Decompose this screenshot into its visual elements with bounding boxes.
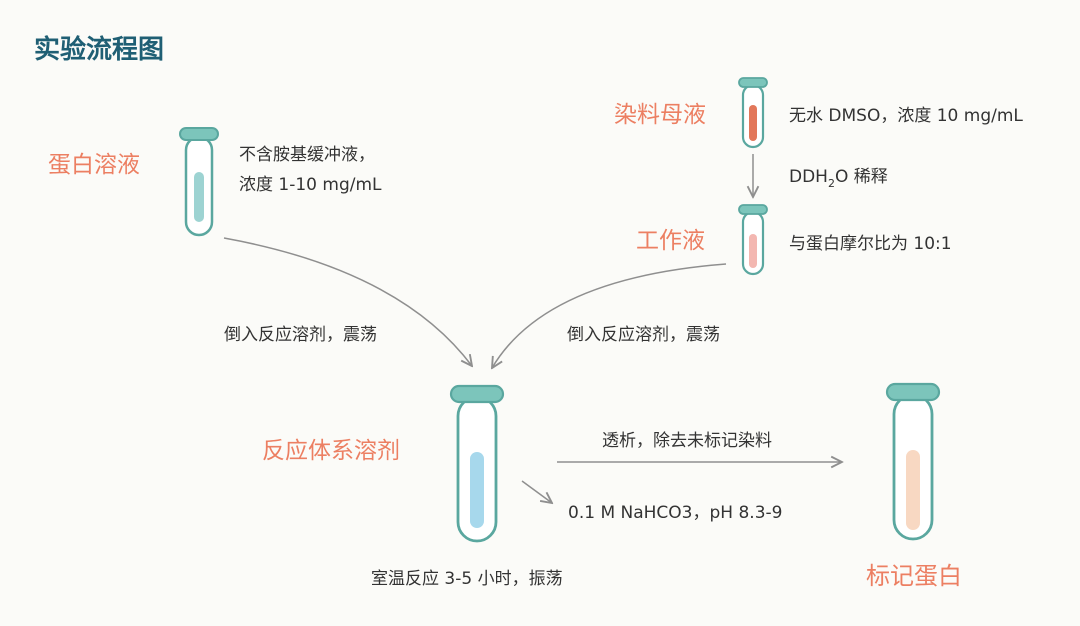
- pour-left-note: 倒入反应溶剂，震荡: [224, 325, 377, 345]
- dialysis-note: 透析，除去未标记染料: [602, 431, 772, 451]
- buffer-arrow: [521, 480, 552, 503]
- dilution-note: DDH2O 稀释: [789, 167, 888, 190]
- protein-solution-note-2: 浓度 1-10 mg/mL: [239, 175, 382, 195]
- buffer-note: 0.1 M NaHCO3，pH 8.3-9: [568, 503, 782, 523]
- reaction-tube: [449, 384, 505, 543]
- page-title: 实验流程图: [34, 34, 164, 65]
- protein-solution-label: 蛋白溶液: [48, 152, 140, 178]
- labeled-protein-label: 标记蛋白: [866, 562, 962, 590]
- labeled-protein-liquid: [906, 450, 920, 530]
- right-pour-arrow: [492, 263, 727, 368]
- dye-stock-tube: [738, 77, 768, 149]
- reaction-condition-note: 室温反应 3-5 小时，振荡: [371, 569, 563, 589]
- working-solution-tube: [738, 204, 768, 276]
- protein-solution-note-1: 不含胺基缓冲液，: [239, 145, 375, 165]
- dye-stock-note: 无水 DMSO，浓度 10 mg/mL: [789, 106, 1023, 126]
- dye-stock-label: 染料母液: [614, 102, 706, 128]
- working-solution-note: 与蛋白摩尔比为 10:1: [789, 234, 952, 254]
- left-pour-arrow: [223, 237, 472, 366]
- reaction-label: 反应体系溶剂: [262, 438, 400, 464]
- pour-right-note: 倒入反应溶剂，震荡: [567, 325, 720, 345]
- labeled-protein-tube: [885, 382, 941, 541]
- working-solution-liquid: [749, 234, 757, 268]
- protein-solution-tube: [179, 127, 219, 237]
- working-solution-label: 工作液: [636, 228, 705, 254]
- reaction-liquid: [470, 452, 484, 528]
- dye-stock-liquid: [749, 105, 757, 141]
- protein-solution-liquid: [194, 172, 204, 222]
